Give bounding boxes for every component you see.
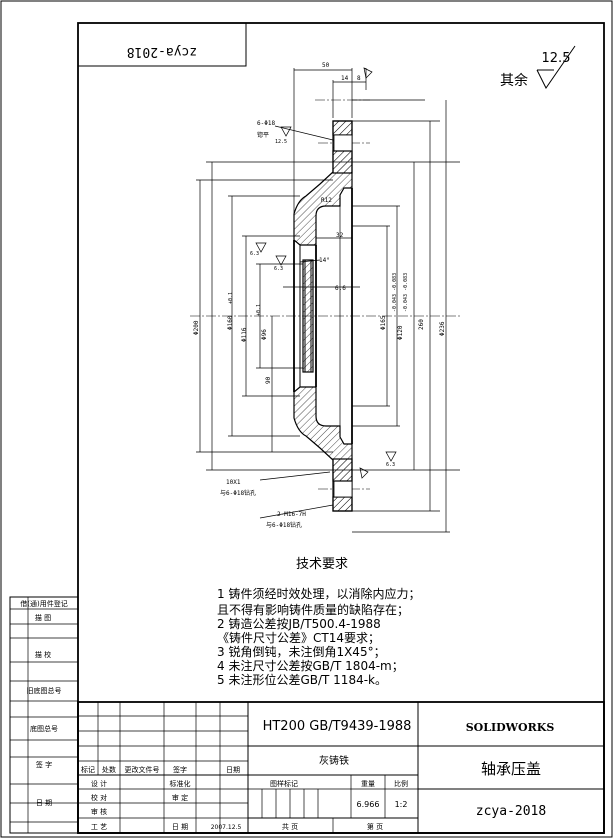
dim-holes: 6-Φ18 [257, 120, 275, 127]
dim-50: 50 [322, 62, 330, 69]
stamp-box [77, 22, 247, 67]
total-pages: 共 页 [282, 822, 298, 831]
tech-item-5: 5 未注形位公差GB/T 1184-k。 [217, 672, 387, 687]
tol-120: -0.043 -0.083 [403, 273, 409, 312]
tech-item-3: 3 锐角倒钝，未注倒角1X45°； [217, 644, 386, 659]
strip-label-5: 签 字 [36, 760, 52, 769]
hdr-count: 处数 [102, 765, 116, 774]
dim-d96: Φ96 [261, 329, 268, 340]
dim-14: 14 [341, 75, 349, 82]
row-check: 校 对 [91, 793, 107, 802]
tol-165: -0.043 -0.083 [392, 273, 398, 312]
tech-item-2b: 《铸件尺寸公差》CT14要求； [217, 630, 380, 645]
dim-with-holes: 与6-Φ18钻孔 [220, 489, 256, 497]
dim-8: 8 [357, 75, 361, 82]
dim-d160: Φ160 [227, 315, 234, 330]
page-number: 第 页 [367, 822, 383, 831]
dim-d236: Φ236 [439, 321, 446, 336]
tech-title: 技术要求 [296, 557, 348, 572]
material-name: 灰铸铁 [319, 754, 349, 767]
row-review: 审 核 [91, 807, 107, 816]
tol-116: +0.1 [256, 304, 262, 316]
dim-d200: Φ200 [193, 320, 200, 335]
tech-item-4: 4 未注尺寸公差按GB/T 1804-m； [217, 658, 404, 673]
ra-6-3-a: 6.3 [250, 251, 259, 257]
dim-thread: 2-M16-7H [277, 511, 306, 518]
dim-d165: Φ165 [380, 315, 387, 330]
date-value: 2007.12.5 [211, 824, 242, 831]
technical-requirements: 技术要求 1 铸件须经时效处理，以消除内应力； 且不得有影响铸件质量的缺陷存在；… [217, 557, 420, 687]
title-block: 标记 处数 更改文件号 签字 日期 设 计 校 对 审 核 工 艺 标准化 审 … [77, 701, 605, 834]
dim-spot-face: 锪平 [257, 131, 269, 139]
material-spec: HT200 GB/T9439-1988 [263, 719, 412, 734]
scale-label: 比例 [394, 779, 408, 788]
tech-item-2: 2 铸造公差按JB/T500.4-1988 [217, 616, 381, 631]
dim-r12: R12 [321, 197, 332, 204]
dim-chamfer: 10X1 [226, 479, 241, 486]
stage-mark-label: 图样标记 [270, 779, 298, 788]
roughness-label: 其余 [500, 72, 528, 89]
strip-label-2: 描 校 [35, 650, 51, 659]
hdr-date: 日期 [226, 766, 240, 774]
mid-date: 日 期 [172, 823, 188, 831]
dim-32: 32 [336, 232, 344, 239]
scale-value: 1:2 [395, 800, 408, 809]
hdr-change-doc: 更改文件号 [125, 765, 160, 774]
dim-d120: Φ120 [397, 325, 404, 340]
tech-item-1b: 且不得有影响铸件质量的缺陷存在； [217, 602, 409, 617]
dim-90: 90 [265, 376, 272, 384]
dim-with-holes-b: 与6-Φ18钻孔 [266, 521, 302, 529]
solidworks-logo: SOLIDWORKS [466, 721, 555, 734]
strip-label-3: 旧底图总号 [27, 686, 62, 695]
part-name: 轴承压盖 [481, 760, 541, 778]
weight-value: 6.966 [357, 800, 380, 809]
strip-label-4: 底图总号 [30, 724, 58, 733]
hdr-sign: 签字 [173, 765, 187, 774]
roughness-symbol: 12.5 其余 [500, 45, 576, 89]
ra-12-5: 12.5 [275, 139, 287, 145]
tol-160: +0.1 [228, 292, 234, 304]
strip-label-6: 日 期 [36, 799, 52, 807]
hdr-mark: 标记 [81, 765, 95, 774]
strip-label-0: 借(通)用件登记 [20, 599, 67, 608]
mirrored-stamp: zcya-2018 [127, 44, 197, 59]
left-strip: 借(通)用件登记 描 图 描 校 旧底图总号 底图总号 签 字 日 期 [9, 596, 79, 834]
dim-6-6: 6.6 [335, 285, 346, 292]
dim-260: 260 [418, 319, 425, 330]
strip-label-1: 描 图 [35, 613, 51, 622]
mid-standard: 标准化 [170, 779, 191, 788]
ra-6-3-c: 6.3 [386, 462, 395, 468]
dimension-texts: 50 14 8 6-Φ18 锪平 12.5 R12 32 14° 6.6 6.3… [193, 62, 446, 529]
row-design: 设 计 [91, 779, 107, 788]
ra-6-3-b: 6.3 [274, 266, 283, 272]
dim-14-deg: 14° [319, 257, 330, 264]
mid-approve: 审 定 [172, 793, 188, 802]
dim-d116: Φ116 [241, 327, 248, 342]
part-section-view [190, 67, 460, 533]
drawing-number: zcya-2018 [476, 804, 546, 819]
tech-item-1: 1 铸件须经时效处理，以消除内应力； [217, 586, 420, 601]
weight-label: 重量 [361, 780, 375, 788]
row-process: 工 艺 [91, 823, 107, 831]
